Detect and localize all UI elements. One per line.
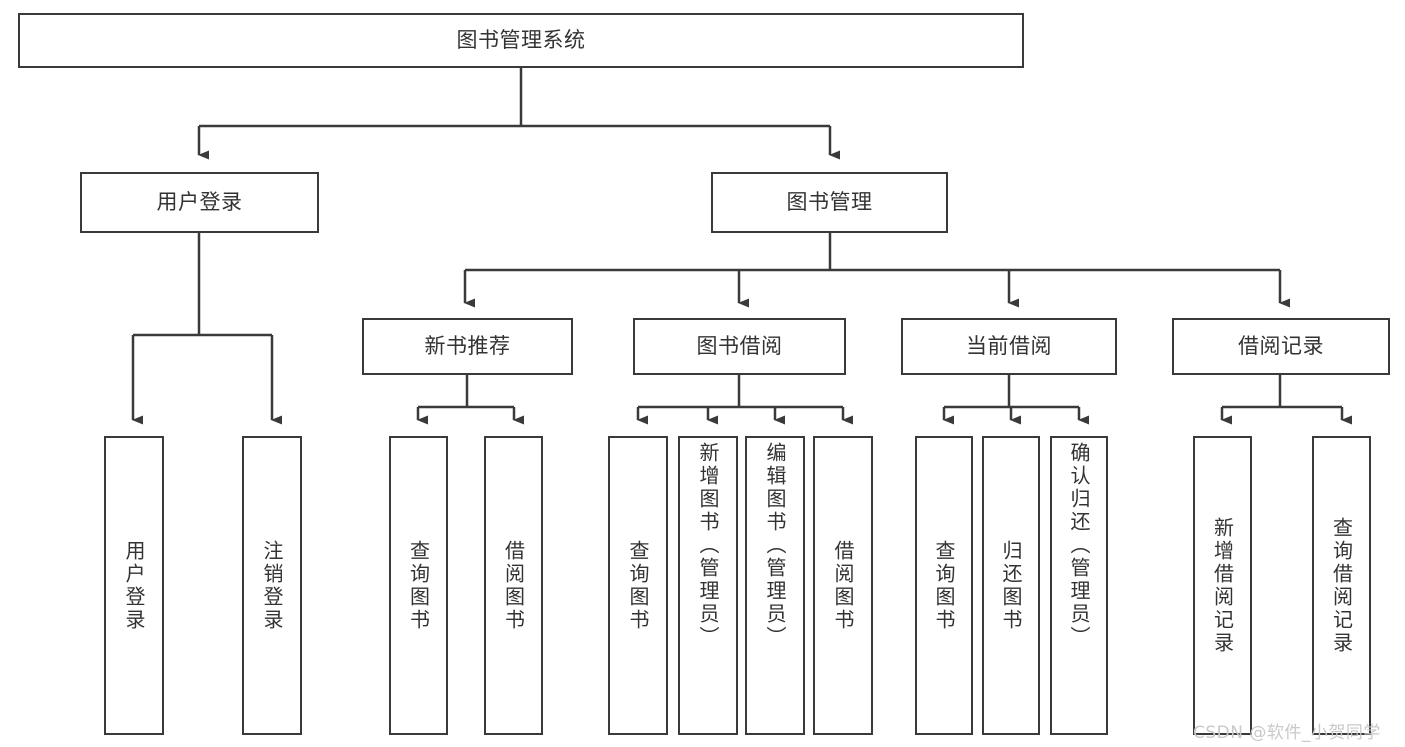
node-book-borrow[interactable]: 图书借阅 <box>633 318 846 375</box>
node-leaf-logout[interactable]: 注销登录 <box>242 436 302 735</box>
node-label: 查询图书 <box>626 539 650 632</box>
node-label: 归还图书 <box>999 539 1023 632</box>
node-new-book-recommend[interactable]: 新书推荐 <box>362 318 573 375</box>
node-label: 查询图书 <box>932 539 956 632</box>
csdn-watermark: CSDN @软件_小贺同学 <box>1193 723 1381 743</box>
node-root-book-management-system[interactable]: 图书管理系统 <box>18 13 1024 68</box>
node-leaf-query-book-current[interactable]: 查询图书 <box>915 436 973 735</box>
node-leaf-borrow-book[interactable]: 借阅图书 <box>813 436 873 735</box>
node-leaf-query-borrow-record[interactable]: 查询借阅记录 <box>1312 436 1371 735</box>
node-label: 图书管理系统 <box>456 28 586 53</box>
node-leaf-borrow-book-recommend[interactable]: 借阅图书 <box>484 436 543 735</box>
node-label: 确认归还（管理员） <box>1067 442 1091 649</box>
node-label: 新增借阅记录 <box>1210 516 1235 655</box>
node-label: 注销登录 <box>260 539 284 632</box>
node-borrow-record[interactable]: 借阅记录 <box>1172 318 1390 375</box>
node-label: 用户登录 <box>122 539 146 632</box>
node-leaf-edit-book-admin[interactable]: 编辑图书（管理员） <box>745 436 805 735</box>
node-label: 查询借阅记录 <box>1329 516 1354 655</box>
node-label: 借阅图书 <box>501 539 526 632</box>
node-book-management[interactable]: 图书管理 <box>711 172 948 233</box>
node-leaf-query-book-recommend[interactable]: 查询图书 <box>389 436 448 735</box>
node-label: 图书管理 <box>786 190 873 215</box>
node-leaf-add-book-admin[interactable]: 新增图书（管理员） <box>678 436 738 735</box>
node-label: 编辑图书（管理员） <box>763 442 787 649</box>
node-current-borrow[interactable]: 当前借阅 <box>901 318 1117 375</box>
node-label: 用户登录 <box>156 190 243 215</box>
node-user-login[interactable]: 用户登录 <box>80 172 319 233</box>
node-leaf-add-borrow-record[interactable]: 新增借阅记录 <box>1193 436 1252 735</box>
node-label: 新书推荐 <box>424 334 511 359</box>
node-label: 借阅图书 <box>831 539 855 632</box>
node-leaf-return-book[interactable]: 归还图书 <box>982 436 1040 735</box>
node-leaf-query-book[interactable]: 查询图书 <box>608 436 668 735</box>
node-leaf-confirm-return-admin[interactable]: 确认归还（管理员） <box>1050 436 1108 735</box>
node-label: 新增图书（管理员） <box>696 442 720 649</box>
node-label: 借阅记录 <box>1238 334 1324 359</box>
node-label: 查询图书 <box>406 539 431 632</box>
node-label: 图书借阅 <box>696 334 783 359</box>
node-label: 当前借阅 <box>966 334 1052 359</box>
node-leaf-user-login[interactable]: 用户登录 <box>104 436 164 735</box>
